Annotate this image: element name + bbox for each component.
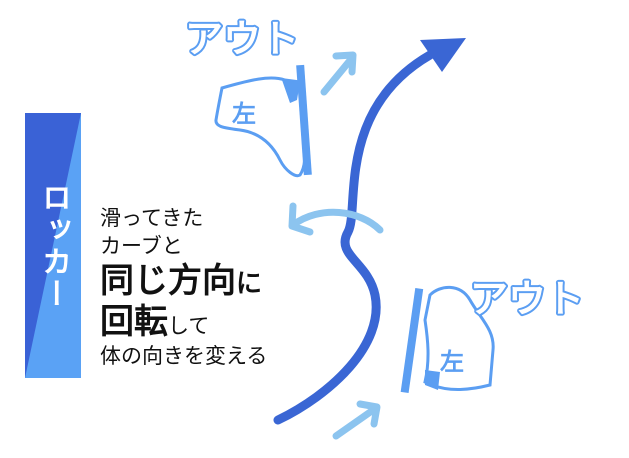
bottom-skate-boot-icon — [400, 285, 495, 394]
side-label: ロッカー — [25, 113, 81, 378]
curve-arrowhead-icon — [420, 38, 466, 72]
bottom-edge-label: アウト — [470, 277, 584, 321]
top-edge-label: アウト — [185, 17, 299, 61]
description-line-3-small: に — [236, 269, 263, 299]
description-text: 滑ってきた カーブと 同じ方向に 回転して 体の向きを変える — [100, 208, 267, 374]
description-line-4: 回転して — [100, 305, 267, 339]
description-line-3: 同じ方向に — [100, 264, 267, 298]
top-foot-label: 左 — [232, 100, 256, 128]
skating-path-curve — [273, 50, 435, 425]
rotation-arrow-middle-icon — [288, 202, 384, 236]
side-label-text: ロッカー — [36, 181, 71, 310]
description-line-1: 滑ってきた — [100, 206, 204, 230]
description-line-4-bold: 回転 — [100, 302, 168, 342]
description-line-2: カーブと — [100, 234, 183, 258]
description-line-5: 体の向きを変える — [100, 344, 268, 368]
description-line-4-small: して — [168, 314, 210, 338]
rotation-arrow-top-icon — [320, 51, 357, 96]
side-label-background — [25, 113, 81, 378]
description-line-3-bold: 同じ方向 — [100, 261, 236, 301]
bottom-foot-label: 左 — [440, 348, 464, 376]
rotation-arrow-bottom-icon — [332, 400, 381, 440]
top-skate-boot-icon — [214, 64, 312, 178]
